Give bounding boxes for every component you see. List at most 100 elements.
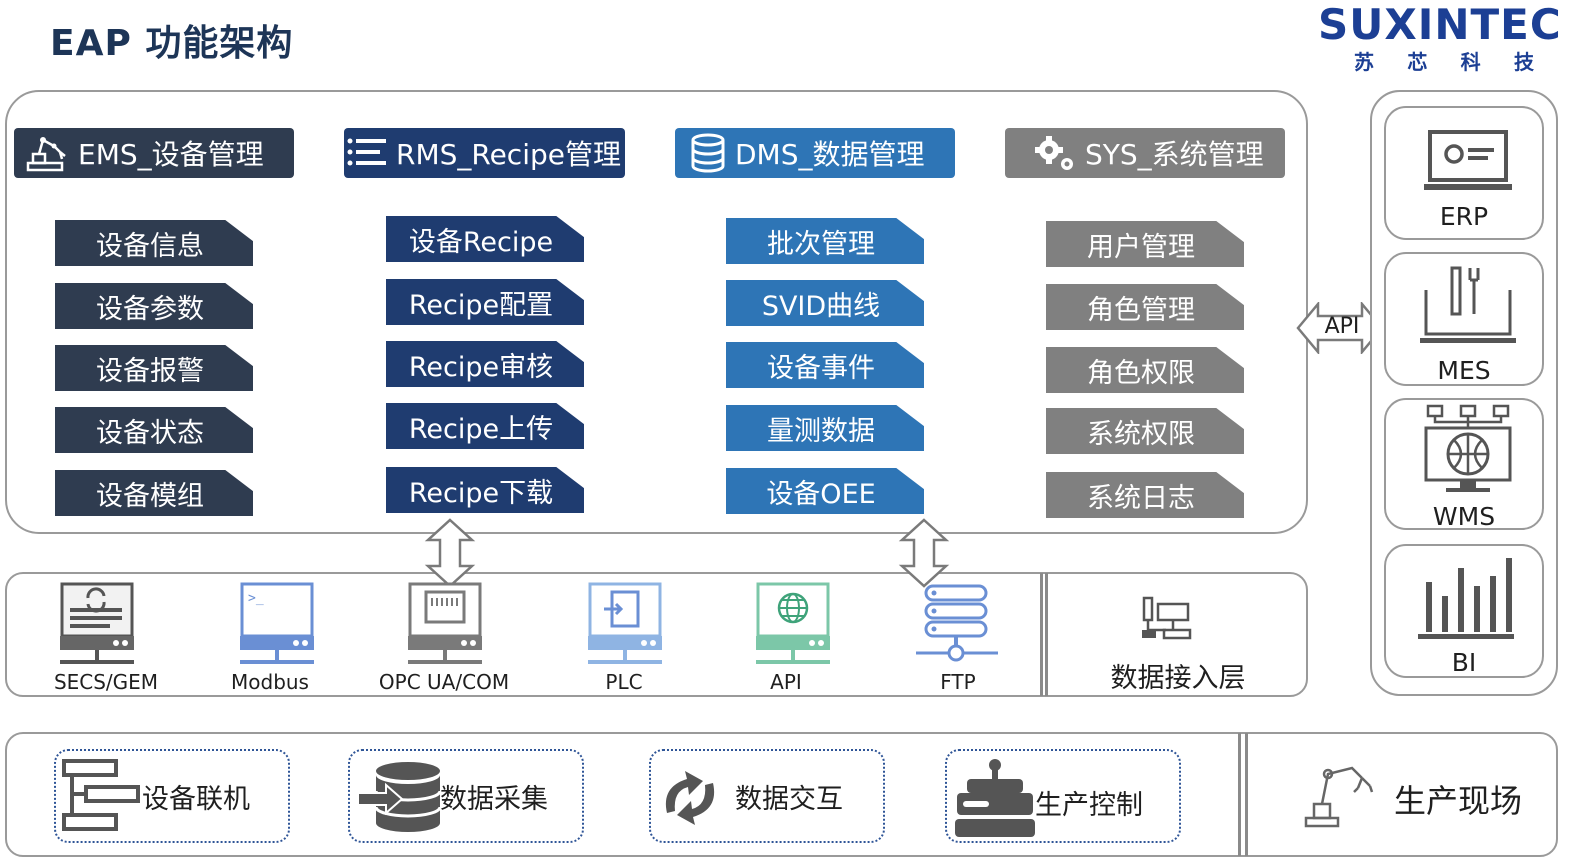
device-link-label: 设备联机: [142, 784, 250, 815]
data-access-label: 数据接入层: [1110, 663, 1246, 694]
rms-header[interactable]: RMS_Recipe管理: [344, 128, 625, 178]
sys-item-label: 角色权限: [1087, 357, 1195, 389]
ems-item[interactable]: 设备报警: [55, 345, 253, 391]
dms-header-label: DMS_数据管理: [735, 138, 925, 171]
protocol-label: Modbus: [231, 670, 309, 694]
ems-header-label: EMS_设备管理: [78, 138, 264, 171]
wms-card[interactable]: WMS: [1384, 398, 1544, 531]
dms-item[interactable]: 设备事件: [726, 342, 924, 388]
sys-header-label: SYS_系统管理: [1085, 138, 1264, 171]
production-control-label: 生产控制: [1035, 790, 1143, 821]
logo-char: 科: [1460, 50, 1481, 74]
plc-server-icon: [588, 582, 662, 664]
dms-item-label: SVID曲线: [761, 290, 881, 322]
production-site-label: 生产现场: [1394, 782, 1523, 820]
sys-item-label: 用户管理: [1087, 231, 1195, 263]
protocol-label: FTP: [940, 670, 976, 694]
ems-item-label: 设备信息: [96, 230, 204, 262]
api-server-icon: [756, 582, 830, 664]
rms-header-label: RMS_Recipe管理: [396, 138, 621, 171]
dms-header[interactable]: DMS_数据管理: [675, 128, 955, 178]
sys-item-label: 角色管理: [1087, 294, 1195, 326]
sys-item[interactable]: 用户管理: [1046, 221, 1244, 267]
protocol-label: PLC: [605, 670, 643, 694]
dms-item[interactable]: SVID曲线: [726, 280, 924, 326]
access-divider: [1040, 573, 1048, 696]
data-collection-box[interactable]: 数据采集: [348, 749, 584, 843]
device-connect-icon: [1142, 596, 1192, 640]
data-collection-label: 数据采集: [440, 784, 548, 815]
ems-item-label: 设备报警: [96, 355, 204, 387]
logo-subtitle: 苏 芯 科 技: [1354, 46, 1534, 75]
rms-item[interactable]: Recipe配置: [386, 279, 584, 325]
dms-item-label: 设备OEE: [766, 478, 876, 510]
network-monitor-icon: [1424, 404, 1512, 492]
rms-item-label: Recipe上传: [408, 413, 554, 445]
ftp-server-icon: [916, 584, 998, 662]
logo-char: 芯: [1407, 50, 1428, 74]
sync-arrows-icon: [665, 771, 715, 825]
ems-item[interactable]: 设备参数: [55, 283, 253, 329]
dms-item[interactable]: 批次管理: [726, 218, 924, 264]
sys-item[interactable]: 系统权限: [1046, 408, 1244, 454]
bi-card[interactable]: BI: [1384, 544, 1544, 678]
erp-label: ERP: [1439, 202, 1489, 231]
secs-gem-server-icon: [60, 582, 134, 664]
flowchart-icon: [62, 759, 140, 831]
svg-text:>_: >_: [248, 591, 264, 606]
device-link-box[interactable]: 设备联机: [54, 749, 290, 843]
ems-item[interactable]: 设备信息: [55, 220, 253, 266]
page-title: EAP 功能架构: [50, 23, 294, 64]
logo-char: 苏: [1354, 50, 1374, 74]
rms-item-label: Recipe配置: [408, 289, 554, 321]
data-exchange-label: 数据交互: [735, 784, 843, 815]
modbus-server-icon: >_: [240, 582, 314, 664]
sys-item-label: 系统权限: [1087, 418, 1195, 450]
list-icon: [347, 138, 386, 166]
sys-header[interactable]: SYS_系统管理: [1005, 128, 1285, 178]
mes-label: MES: [1437, 356, 1491, 385]
ems-item-label: 设备状态: [96, 417, 204, 449]
rms-item-label: Recipe下载: [408, 477, 554, 509]
rms-item[interactable]: Recipe下载: [386, 467, 584, 513]
dms-item[interactable]: 设备OEE: [726, 468, 924, 514]
wms-label: WMS: [1432, 502, 1496, 531]
laptop-icon: [1424, 130, 1512, 190]
dms-item-label: 量测数据: [767, 415, 875, 447]
rms-item-label: 设备Recipe: [408, 226, 554, 258]
data-exchange-box[interactable]: 数据交互: [649, 749, 885, 843]
gears-icon: [1035, 136, 1073, 170]
dms-item-label: 设备事件: [767, 352, 875, 384]
mes-card[interactable]: MES: [1384, 252, 1544, 386]
production-control-box[interactable]: 生产控制: [945, 749, 1181, 843]
dms-item[interactable]: 量测数据: [726, 405, 924, 451]
protocol-label: OPC UA/COM: [378, 670, 510, 694]
rms-item-label: Recipe审核: [408, 351, 554, 383]
sys-item[interactable]: 角色权限: [1046, 347, 1244, 393]
ems-item-label: 设备参数: [96, 293, 204, 325]
bi-label: BI: [1451, 648, 1477, 677]
control-console-icon: [955, 759, 1035, 837]
ems-item[interactable]: 设备状态: [55, 407, 253, 453]
double-arrow-icon: [424, 518, 476, 588]
robot-arm-outline-icon: [1304, 766, 1374, 828]
rms-item[interactable]: Recipe审核: [386, 341, 584, 387]
ems-item-label: 设备模组: [96, 480, 204, 512]
protocol-label: SECS/GEM: [53, 670, 159, 694]
rms-item[interactable]: 设备Recipe: [386, 216, 584, 262]
erp-card[interactable]: ERP: [1384, 106, 1544, 240]
logo-brand: SUXINTEC: [1318, 0, 1562, 49]
protocol-label: API: [770, 670, 802, 694]
database-import-icon: [357, 762, 442, 832]
rms-item[interactable]: Recipe上传: [386, 403, 584, 449]
robot-arm-icon: [26, 137, 66, 172]
ems-header[interactable]: EMS_设备管理: [14, 128, 294, 178]
logo-char: 技: [1513, 50, 1534, 74]
sys-item[interactable]: 系统日志: [1046, 472, 1244, 518]
opc-server-icon: [408, 582, 482, 664]
sys-item[interactable]: 角色管理: [1046, 284, 1244, 330]
dms-item-label: 批次管理: [767, 228, 875, 260]
tools-laptop-icon: [1420, 266, 1516, 343]
ems-item[interactable]: 设备模组: [55, 470, 253, 516]
suxintec-logo: SUXINTEC 苏 芯 科 技: [1318, 0, 1568, 78]
